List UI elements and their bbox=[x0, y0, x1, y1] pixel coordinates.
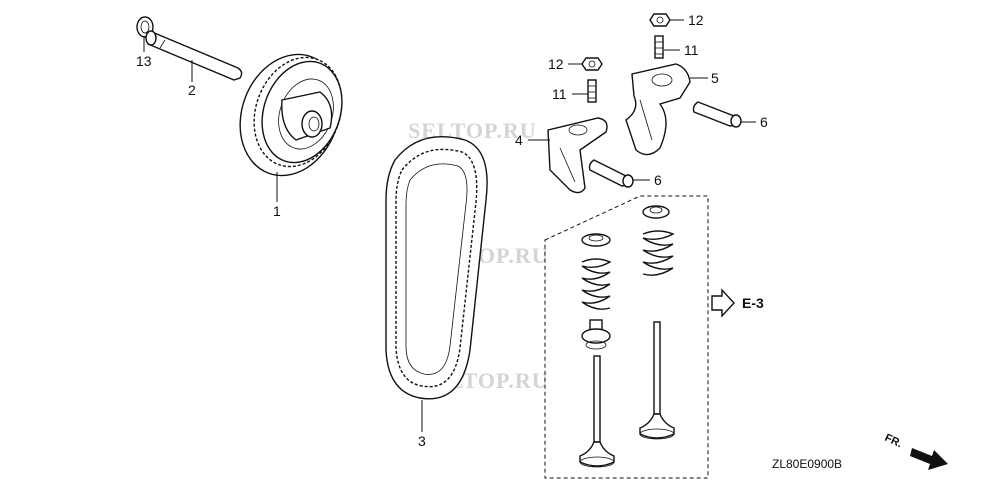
callout-11-upper: 11 bbox=[684, 42, 699, 58]
diagram-code: ZL80E0900B bbox=[772, 457, 842, 471]
section-ref-e3: E-3 bbox=[711, 288, 764, 318]
callout-12-lower: 12 bbox=[548, 56, 564, 72]
valve-left bbox=[579, 355, 615, 468]
front-arrow-icon bbox=[910, 448, 948, 470]
leader-lines bbox=[143, 19, 756, 432]
part-12-nut-upper bbox=[649, 13, 671, 27]
valve-spring-right bbox=[642, 230, 675, 276]
part-1-cam-pulley bbox=[239, 53, 343, 177]
callout-4: 4 bbox=[515, 132, 523, 148]
part-12-nut-lower bbox=[581, 57, 603, 71]
valve-retainer-left bbox=[581, 233, 611, 247]
callout-6-lower: 6 bbox=[654, 172, 662, 188]
part-11-screw-lower bbox=[587, 79, 597, 103]
valve-stem-seal bbox=[581, 319, 611, 350]
part-4-rocker-arm bbox=[547, 117, 608, 194]
part-6-pin-upper bbox=[692, 101, 742, 128]
front-direction-indicator: FR. bbox=[883, 432, 948, 470]
hollow-arrow-icon bbox=[711, 288, 735, 318]
callout-12-upper: 12 bbox=[688, 12, 704, 28]
section-ref-label: E-3 bbox=[742, 295, 764, 311]
valve-spring-left bbox=[581, 258, 612, 310]
front-direction-label: FR. bbox=[883, 432, 904, 450]
part-6-pin-lower bbox=[588, 159, 634, 188]
part-11-screw-upper bbox=[654, 35, 664, 59]
part-3-timing-belt bbox=[385, 136, 488, 400]
valve-group-outline bbox=[544, 195, 709, 479]
part-2-camshaft-pin bbox=[145, 30, 243, 81]
callout-6-upper: 6 bbox=[760, 114, 768, 130]
valve-right bbox=[639, 321, 675, 440]
callout-13: 13 bbox=[136, 53, 152, 69]
callout-3: 3 bbox=[418, 433, 426, 449]
callout-1: 1 bbox=[273, 203, 281, 219]
part-5-rocker-arm bbox=[625, 63, 691, 156]
callout-2: 2 bbox=[188, 82, 196, 98]
valve-retainer-right bbox=[642, 205, 670, 219]
callout-11-lower: 11 bbox=[552, 86, 567, 102]
callout-5: 5 bbox=[711, 70, 719, 86]
